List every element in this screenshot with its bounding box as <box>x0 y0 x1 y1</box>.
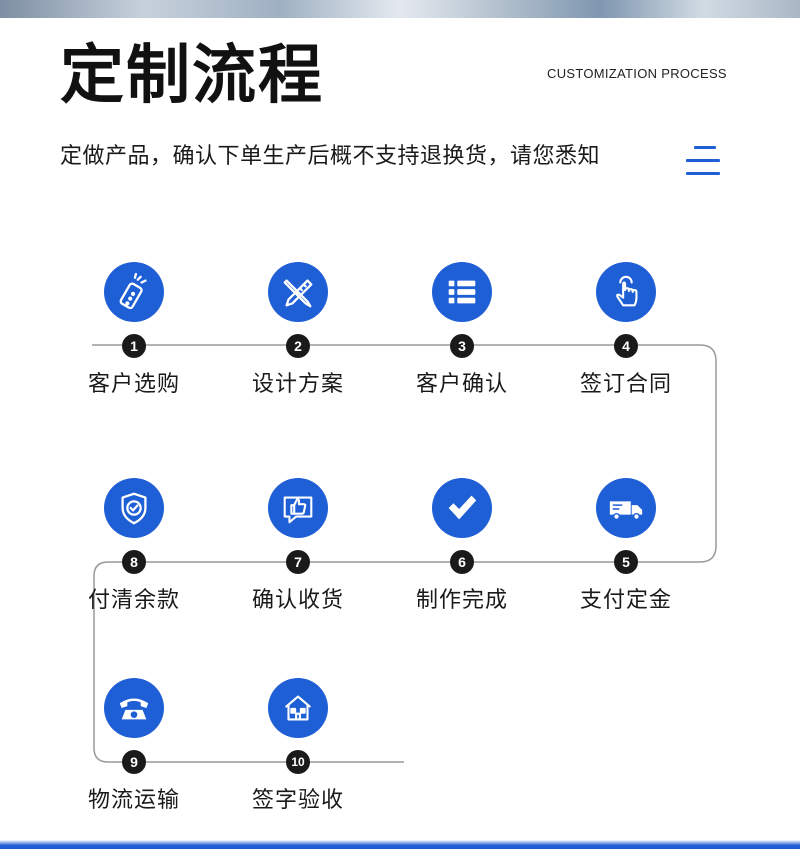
house-icon <box>268 678 328 738</box>
mobile-phone-icon <box>104 262 164 322</box>
page-subtitle: CUSTOMIZATION PROCESS <box>547 66 727 81</box>
pencil-ruler-icon <box>268 262 328 322</box>
step-6: 6 制作完成 <box>392 478 532 628</box>
step-label: 客户选购 <box>87 372 180 397</box>
step-number: 1 <box>122 334 146 358</box>
menu-icon[interactable] <box>686 146 722 178</box>
step-8: 8 付清余款 <box>64 478 204 628</box>
page-title: 定制流程 <box>60 39 324 113</box>
step-label: 客户确认 <box>415 372 508 397</box>
thumbs-up-icon <box>268 478 328 538</box>
step-number: 4 <box>614 334 638 358</box>
telephone-icon <box>104 678 164 738</box>
step-label: 签字验收 <box>251 788 344 813</box>
shield-check-icon <box>104 478 164 538</box>
step-label: 设计方案 <box>251 372 344 397</box>
step-number: 9 <box>122 750 146 774</box>
step-number: 10 <box>286 750 310 774</box>
checkmark-icon <box>432 478 492 538</box>
list-icon <box>432 262 492 322</box>
step-label: 制作完成 <box>415 588 508 613</box>
step-5: 5 支付定金 <box>556 478 696 628</box>
step-10: 10 签字验收 <box>228 678 368 828</box>
step-number: 7 <box>286 550 310 574</box>
step-4: 4 签订合同 <box>556 262 696 412</box>
step-number: 8 <box>122 550 146 574</box>
bottom-accent-bar <box>0 840 800 849</box>
notice-text: 定做产品，确认下单生产后概不支持退换货，请您悉知 <box>60 144 601 169</box>
delivery-truck-icon <box>596 478 656 538</box>
step-2: 2 设计方案 <box>228 262 368 412</box>
step-9: 9 物流运输 <box>64 678 204 828</box>
step-number: 6 <box>450 550 474 574</box>
step-label: 物流运输 <box>87 788 180 813</box>
step-label: 付清余款 <box>87 588 180 613</box>
step-number: 5 <box>614 550 638 574</box>
step-3: 3 客户确认 <box>392 262 532 412</box>
step-label: 签订合同 <box>579 372 672 397</box>
top-banner-image <box>0 0 800 18</box>
step-number: 3 <box>450 334 474 358</box>
step-label: 支付定金 <box>579 588 672 613</box>
step-number: 2 <box>286 334 310 358</box>
step-7: 7 确认收货 <box>228 478 368 628</box>
step-1: 1 客户选购 <box>64 262 204 412</box>
step-label: 确认收货 <box>251 588 344 613</box>
hand-pointer-icon <box>596 262 656 322</box>
